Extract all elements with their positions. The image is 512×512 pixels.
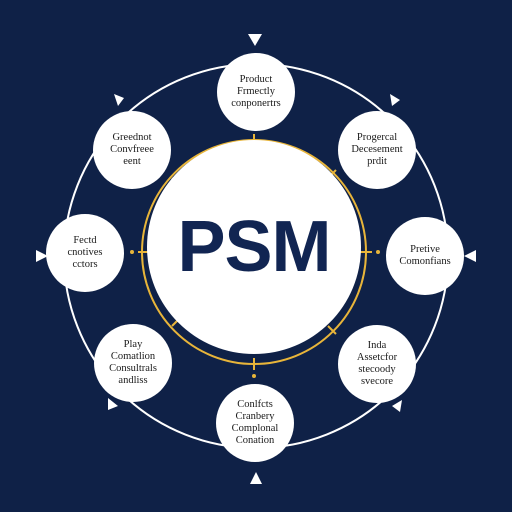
node-text-line: cctors	[72, 259, 98, 270]
arrow-bottom-left	[108, 398, 118, 410]
center-circle: PSM	[147, 140, 361, 354]
node-right: Pretive Comonfians	[386, 217, 464, 295]
node-top-right: Progercal Decesement prdit	[338, 111, 416, 189]
node-bottom-right: Inda Assetcfor stecoody svecore	[338, 325, 416, 403]
node-text-line: Comatlion	[110, 351, 156, 362]
node-text-line: prdit	[367, 156, 387, 167]
node-text-line: Complonal	[231, 423, 279, 434]
node-text-line: Play	[123, 339, 143, 350]
node-text-line: Greednot	[112, 132, 152, 143]
arrow-left	[36, 250, 48, 262]
node-bottom: Conlfcts Cranbery Complonal Conation	[216, 384, 294, 462]
node-text-line: Comonfians	[399, 256, 451, 267]
node-text-line: Inda	[367, 340, 387, 351]
arrow-bottom-right	[392, 400, 402, 412]
node-text-line: Fectd	[73, 235, 97, 246]
node-text-line: Consultrals	[109, 363, 157, 374]
node-text-line: Product	[239, 74, 273, 85]
node-text-line: stecoody	[358, 364, 396, 375]
node-left: Fectd cnotives cctors	[46, 214, 124, 292]
arrow-top	[248, 34, 262, 46]
node-top: Product Frmectly conponertrs	[217, 53, 295, 131]
node-text-line: Conlfcts	[237, 399, 273, 410]
node-bottom-left: Play Comatlion Consultrals andliss	[94, 324, 172, 402]
node-text-line: Conation	[235, 435, 275, 446]
node-text-line: Progercal	[356, 132, 398, 143]
node-text-line: cnotives	[67, 247, 103, 258]
orbit-arrows	[36, 34, 476, 484]
arrow-bottom	[250, 472, 262, 484]
node-text-line: Convfreee	[110, 144, 154, 155]
node-text-line: Decesement	[351, 144, 403, 155]
arrow-top-right	[390, 94, 400, 106]
arrow-top-left	[114, 94, 124, 106]
node-text-line: Pretive	[410, 244, 440, 255]
node-text-line: Assetcfor	[356, 352, 398, 363]
center-title: PSM	[177, 207, 331, 287]
node-text-line: conponertrs	[231, 98, 281, 109]
arrow-right	[464, 250, 476, 262]
node-text-line: Cranbery	[235, 411, 275, 422]
node-text-line: Frmectly	[237, 86, 275, 97]
node-top-left: Greednot Convfreee eent	[93, 111, 171, 189]
node-text-line: eent	[123, 156, 141, 167]
node-text-line: andliss	[118, 375, 148, 386]
node-text-line: svecore	[360, 376, 394, 387]
